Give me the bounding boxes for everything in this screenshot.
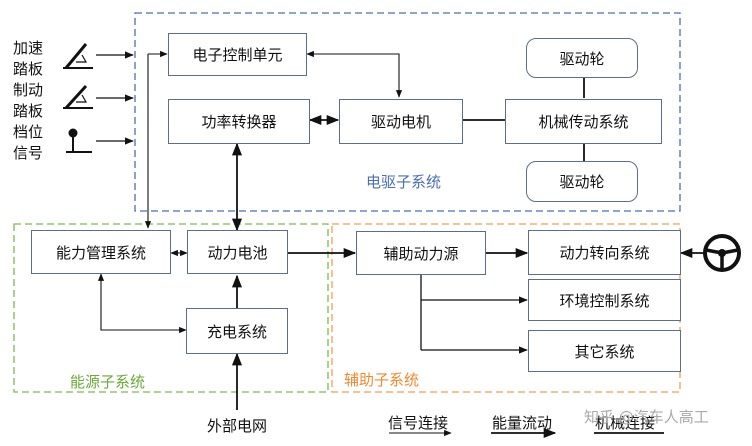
brake-label-line1: 制动 [13, 81, 44, 99]
energy-subsystem-frame [13, 223, 329, 393]
legend-mechanical-label: 机械连接 [595, 414, 656, 432]
climate-node: 环境控制系统 [528, 279, 681, 321]
brake-label-line2: 踏板 [13, 102, 44, 120]
gear-label-line1: 档位 [13, 123, 44, 141]
accel-pedal-icon [63, 43, 93, 69]
accel-pedal-label: 加速 踏板 [13, 38, 43, 80]
drive-subsystem-label: 电驱子系统 [366, 173, 442, 191]
accel-label-line1: 加速 [13, 39, 44, 57]
motor-node: 驱动电机 [339, 99, 463, 144]
gear-signal-label: 档位 信号 [13, 122, 43, 164]
legend-energy-label: 能量流动 [492, 414, 553, 432]
external-grid-label: 外部电网 [207, 417, 268, 435]
aux-subsystem-label: 辅助子系统 [344, 371, 420, 389]
converter-node: 功率转换器 [168, 99, 310, 144]
steering-wheel-icon [703, 234, 741, 272]
legend-signal-label: 信号连接 [388, 414, 449, 432]
drive-subsystem-frame [134, 12, 681, 212]
accel-label-line2: 踏板 [13, 60, 44, 78]
aux-power-node: 辅助动力源 [356, 231, 486, 275]
ecu-node: 电子控制单元 [168, 33, 307, 76]
ecu-motor-signal [306, 50, 403, 98]
wheel-bottom-node: 驱动轮 [526, 161, 638, 202]
steering-node: 动力转向系统 [528, 230, 681, 275]
energy-subsystem-label: 能源子系统 [70, 373, 146, 391]
ems-charger-signal [97, 273, 187, 334]
gear-lever-icon [66, 128, 92, 153]
brake-pedal-label: 制动 踏板 [13, 80, 43, 122]
brake-pedal-icon [63, 84, 93, 110]
mech-node: 机械传动系统 [505, 99, 662, 144]
battery-node: 动力电池 [187, 230, 288, 274]
other-node: 其它系统 [528, 330, 681, 372]
wheel-top-node: 驱动轮 [526, 38, 638, 78]
ems-node: 能力管理系统 [31, 230, 171, 274]
charger-node: 充电系统 [186, 308, 288, 354]
watermark: 知乎 @汽车人高工 [584, 408, 709, 426]
gear-label-line2: 信号 [13, 144, 44, 162]
